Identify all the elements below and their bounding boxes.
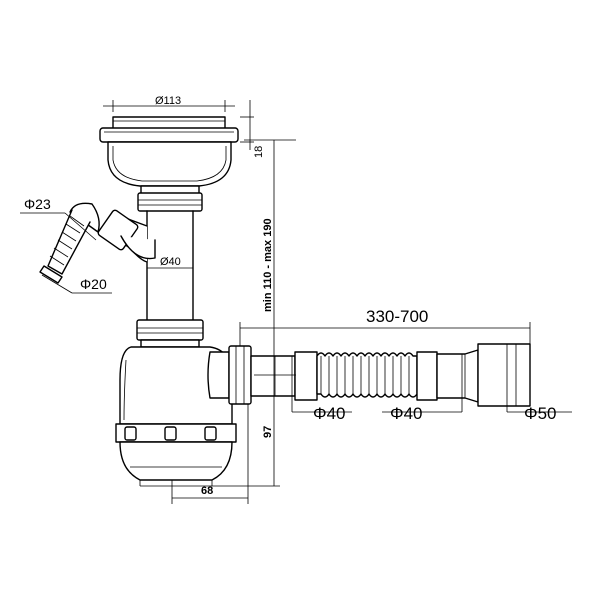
dim-flange-height: 18 — [240, 100, 265, 158]
dim-label-hose-middle-40: Φ40 — [390, 404, 422, 423]
dim-label-hose-inlet-40: Φ40 — [313, 404, 345, 423]
dim-label-inlet-40: Ø40 — [160, 256, 181, 268]
dim-hose-middle: Φ40 — [382, 354, 463, 423]
lower-nut — [136, 319, 204, 348]
dim-hose-length: 330-700 — [239, 307, 531, 346]
dim-strainer-diameter: Ø113 — [103, 95, 235, 112]
trap-outlet-arm — [207, 345, 252, 405]
hose-outlet-cuff — [477, 343, 531, 407]
trap-bottom-cap — [115, 423, 237, 487]
upper-nut — [137, 185, 203, 212]
hose-corrugated-section — [316, 352, 418, 398]
dim-label-20: Φ20 — [80, 276, 107, 292]
dim-label-113: Ø113 — [155, 95, 181, 107]
strainer-bowl — [107, 141, 232, 187]
dim-label-330-700: 330-700 — [366, 307, 428, 326]
dim-label-97: 97 — [262, 426, 274, 438]
dim-trap-height: 97 — [212, 426, 280, 487]
dim-hose-outlet: Φ50 — [506, 344, 572, 423]
dim-hose-inlet: Φ40 — [291, 356, 352, 423]
strainer-flange — [99, 116, 239, 143]
dim-trap-offset: 68 — [171, 404, 249, 504]
dim-label-23: Φ23 — [24, 196, 51, 212]
hose-inlet-sleeve — [250, 351, 318, 401]
dim-height-range: min 110 - max 190 — [244, 139, 296, 486]
dim-label-68: 68 — [201, 485, 213, 497]
dim-label-18: 18 — [253, 146, 265, 158]
hose-middle-sleeve — [416, 349, 479, 403]
dim-label-height-range: min 110 - max 190 — [262, 218, 274, 312]
side-outlet-hose-spigot — [39, 209, 91, 284]
dim-side-outlet-inner: Φ20 — [41, 274, 112, 294]
dim-inlet-diameter: Ø40 — [147, 256, 193, 269]
dim-side-outlet-outer: Φ23 — [20, 196, 97, 241]
dim-label-hose-outlet-50: Φ50 — [524, 404, 556, 423]
